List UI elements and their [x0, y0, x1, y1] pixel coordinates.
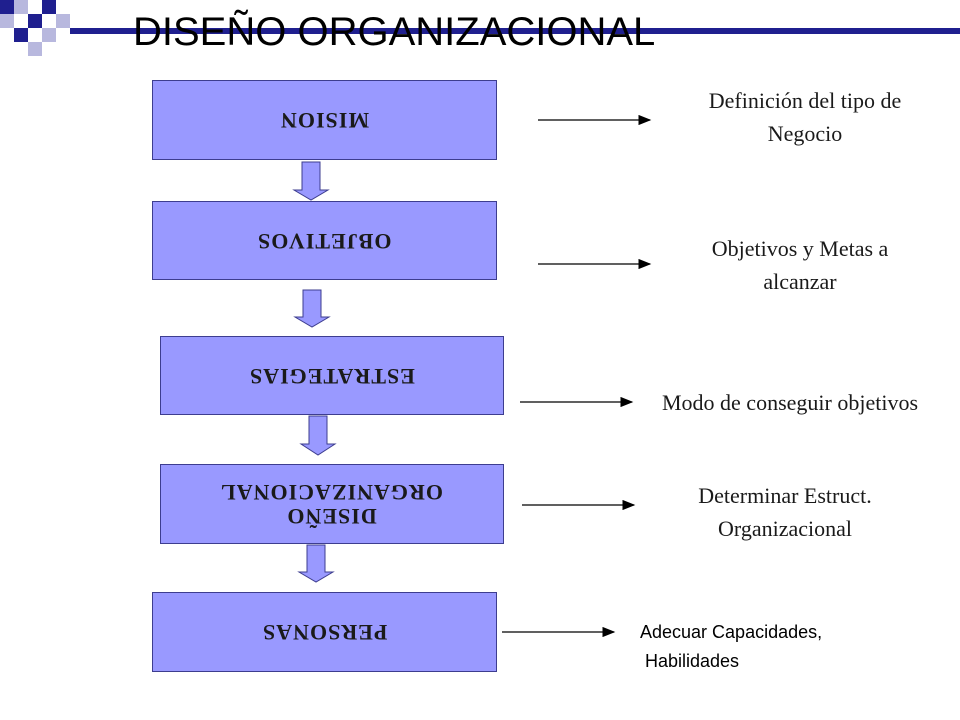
down-arrow-4 — [297, 544, 335, 583]
step-label: OBJETIVOS — [257, 228, 392, 254]
step-label: PERSONAS — [261, 620, 388, 645]
step-box-personas: PERSONAS — [152, 592, 497, 672]
down-arrow-1 — [292, 161, 330, 201]
step-box-diseno-organizacional: DISEÑO ORGANIZACIONAL — [160, 464, 504, 544]
step-label: ESTRATEGIAS — [249, 363, 415, 389]
step-box-estrategias: ESTRATEGIAS — [160, 336, 504, 415]
step-description: Determinar Estruct. Organizacional — [698, 483, 872, 541]
title-rule — [70, 28, 960, 34]
step-description: Modo de conseguir objetivos — [661, 390, 919, 415]
step-label: DISEÑO ORGANIZACIONAL — [220, 480, 444, 529]
step-box-objetivos: OBJETIVOS — [152, 201, 497, 280]
step-box-mision: MISION — [152, 80, 497, 160]
step-label: MISION — [279, 108, 370, 133]
step-description: Objetivos y Metas a alcanzar — [711, 236, 889, 294]
down-arrow-3 — [299, 415, 337, 456]
step-description: Adecuar Capacidades, Habilidades — [640, 622, 823, 671]
step-description: Definición del tipo de Negocio — [708, 88, 902, 146]
page-title: DISEÑO ORGANIZACIONAL — [133, 10, 656, 54]
down-arrow-2 — [293, 289, 331, 328]
